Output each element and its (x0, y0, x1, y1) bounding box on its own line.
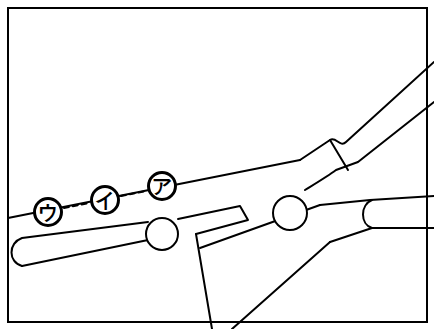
upper-handle (305, 102, 434, 190)
callout-label: イ (95, 190, 115, 210)
lower-arm (232, 242, 330, 329)
callout-label: ア (152, 176, 172, 196)
frame (8, 8, 427, 322)
callout-circle: イ (90, 185, 120, 215)
callout-circle: ア (147, 171, 177, 201)
handle-sleeve (330, 140, 348, 170)
lower-handle (330, 228, 434, 242)
blade-notch (178, 206, 248, 234)
blade-edge (22, 240, 148, 266)
blade-tip (12, 222, 149, 266)
upper-handle (300, 62, 434, 160)
callout-circle: ウ (33, 197, 63, 227)
pivot-circle (273, 196, 307, 230)
handle-sleeve (363, 200, 372, 228)
callout-label: ウ (38, 202, 58, 222)
lower-arm (196, 234, 212, 329)
pivot-circle (146, 218, 178, 250)
lower-handle (320, 196, 434, 205)
